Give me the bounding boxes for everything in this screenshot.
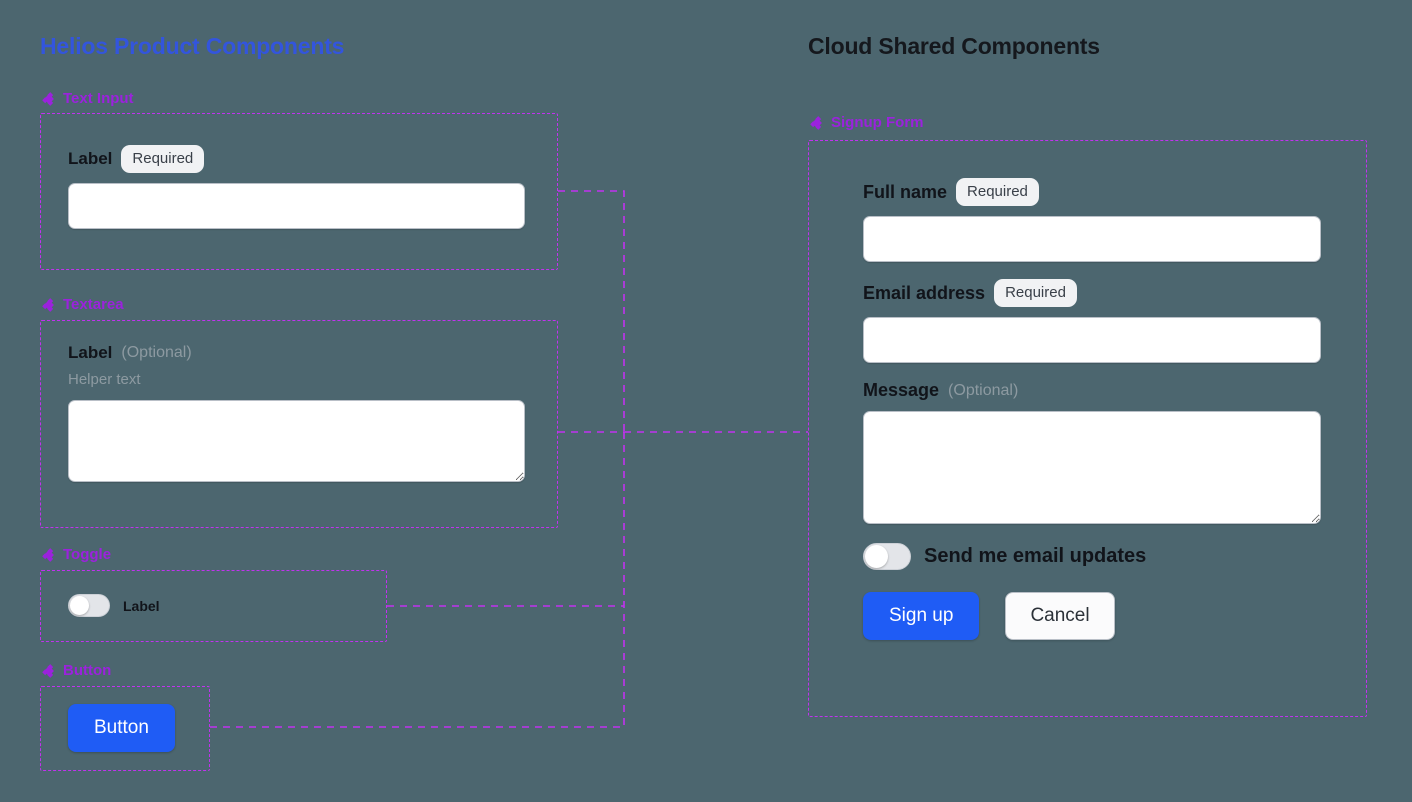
text-input-label-row: Label Required	[68, 145, 525, 173]
toggle-row: Label	[68, 594, 160, 617]
email-address-label-row: Email address Required	[863, 279, 1321, 307]
diamond-component-icon	[42, 547, 54, 562]
section-label-button: Button	[42, 662, 111, 679]
left-column-title: Helios Product Components	[40, 33, 345, 59]
message-textarea[interactable]	[863, 411, 1321, 524]
diamond-component-icon	[42, 663, 54, 678]
signup-form: Full name Required Email address Require…	[863, 178, 1321, 640]
signup-field-email-address: Email address Required	[863, 279, 1321, 363]
cancel-button[interactable]: Cancel	[1005, 592, 1115, 640]
full-name-label-row: Full name Required	[863, 178, 1321, 206]
textarea-demo: Label (Optional) Helper text	[68, 343, 525, 482]
section-label-text: Textarea	[63, 296, 124, 313]
sign-up-button[interactable]: Sign up	[863, 592, 980, 640]
email-updates-toggle-row: Send me email updates	[863, 543, 1321, 570]
message-optional-tag: (Optional)	[948, 381, 1019, 399]
signup-field-full-name: Full name Required	[863, 178, 1321, 262]
required-badge: Required	[956, 178, 1039, 206]
email-updates-label: Send me email updates	[924, 545, 1147, 567]
toggle-label: Label	[123, 597, 160, 614]
textarea-label-row: Label (Optional)	[68, 343, 525, 363]
right-column-title: Cloud Shared Components	[808, 33, 1100, 59]
button-demo: Button	[68, 704, 175, 752]
section-label-text-input: Text Input	[42, 90, 134, 107]
full-name-input[interactable]	[863, 216, 1321, 262]
section-label-text: Signup Form	[831, 114, 924, 131]
textarea-helper-text: Helper text	[68, 371, 141, 388]
textarea-field[interactable]	[68, 400, 525, 482]
demo-button[interactable]: Button	[68, 704, 175, 752]
section-label-textarea: Textarea	[42, 296, 124, 313]
diamond-component-icon	[42, 297, 54, 312]
section-label-toggle: Toggle	[42, 546, 111, 563]
message-label: Message	[863, 380, 940, 400]
section-label-signup-form: Signup Form	[810, 114, 924, 131]
section-label-text: Button	[63, 662, 112, 679]
signup-actions: Sign up Cancel	[863, 592, 1321, 640]
message-label-row: Message (Optional)	[863, 380, 1321, 401]
toggle-knob	[865, 545, 888, 568]
diamond-component-icon	[42, 91, 54, 106]
email-address-input[interactable]	[863, 317, 1321, 363]
toggle-switch[interactable]	[68, 594, 110, 617]
diamond-component-icon	[810, 115, 822, 130]
signup-field-message: Message (Optional)	[863, 380, 1321, 524]
zone-text-input	[40, 113, 558, 270]
text-input-field[interactable]	[68, 183, 525, 229]
section-label-text: Toggle	[63, 546, 112, 563]
email-address-label: Email address	[863, 282, 986, 303]
text-input-label: Label	[68, 149, 113, 168]
full-name-label: Full name	[863, 181, 948, 202]
section-label-text: Text Input	[63, 90, 134, 107]
email-updates-toggle[interactable]	[863, 543, 911, 570]
toggle-demo: Label	[68, 594, 160, 617]
toggle-knob	[70, 596, 89, 615]
textarea-label: Label	[68, 343, 113, 362]
zone-signup-form	[808, 140, 1367, 717]
zone-button	[40, 686, 210, 771]
required-badge: Required	[994, 279, 1077, 307]
required-badge: Required	[121, 145, 205, 173]
text-input-demo: Label Required	[68, 145, 525, 229]
connector-text-input	[558, 190, 625, 432]
textarea-optional-tag: (Optional)	[121, 344, 192, 361]
